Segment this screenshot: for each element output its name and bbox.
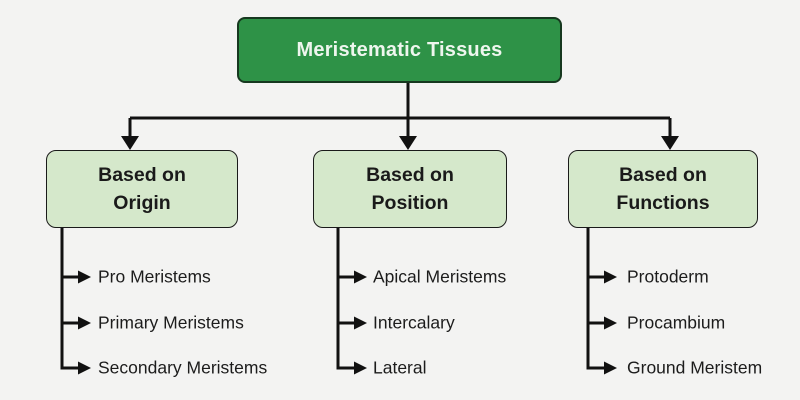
arrowhead-functions-2: [604, 316, 617, 330]
arrowhead-down-right: [661, 136, 679, 150]
category-node-based-on-functions: Based on Functions: [568, 150, 758, 228]
category-node-based-on-origin: Based on Origin: [46, 150, 238, 228]
arrowhead-origin-2: [78, 316, 91, 330]
functions-stem: [586, 227, 605, 370]
arrowhead-functions-1: [604, 270, 617, 284]
leaf-procambium: Procambium: [627, 312, 726, 333]
leaf-lateral: Lateral: [373, 357, 427, 378]
leaf-apical-meristems: Apical Meristems: [373, 266, 507, 287]
arrowhead-position-1: [354, 270, 367, 284]
arrowhead-origin-3: [78, 361, 91, 375]
leaf-secondary-meristems: Secondary Meristems: [98, 357, 268, 378]
arrowhead-functions-3: [604, 361, 617, 375]
arrowhead-down-left: [121, 136, 139, 150]
leaf-protoderm: Protoderm: [627, 266, 709, 287]
position-stem: [336, 227, 355, 370]
leaf-primary-meristems: Primary Meristems: [98, 312, 244, 333]
arrowhead-position-3: [354, 361, 367, 375]
root-node-label: Meristematic Tissues: [296, 38, 503, 61]
category-node-based-on-position: Based on Position: [313, 150, 507, 228]
root-node-meristematic-tissues: Meristematic Tissues: [237, 17, 562, 83]
arrowhead-origin-1: [78, 270, 91, 284]
category-label: Based on Functions: [616, 164, 710, 214]
leaf-intercalary: Intercalary: [373, 312, 455, 333]
category-label: Based on Origin: [98, 164, 186, 214]
leaf-ground-meristem: Ground Meristem: [627, 357, 763, 378]
origin-stem: [60, 227, 79, 370]
arrowhead-down-middle: [399, 136, 417, 150]
arrowhead-position-2: [354, 316, 367, 330]
category-label: Based on Position: [366, 164, 454, 214]
leaf-pro-meristems: Pro Meristems: [98, 266, 211, 287]
